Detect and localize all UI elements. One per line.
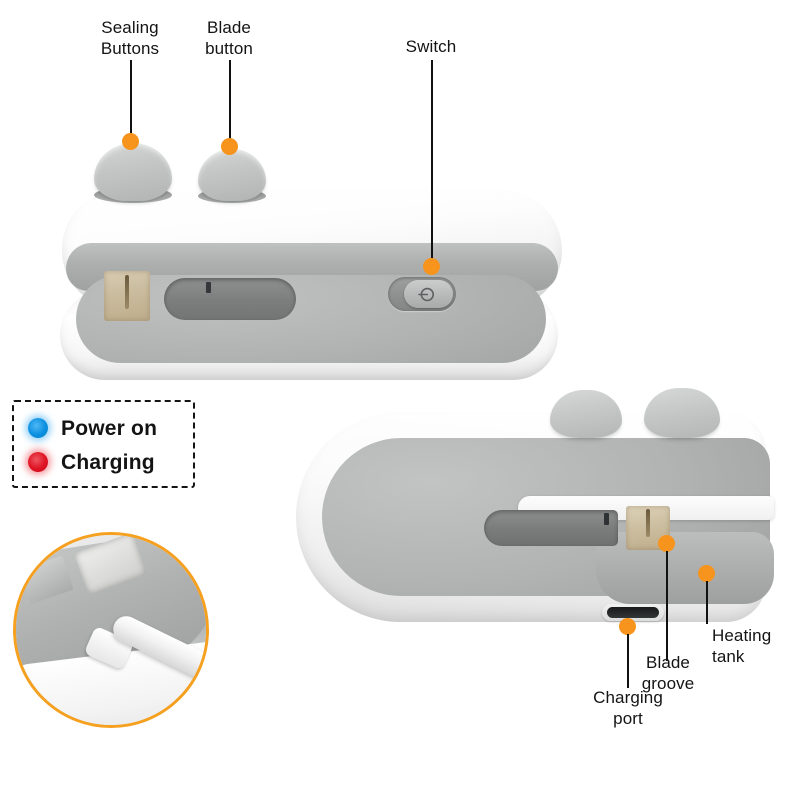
blade-notch (206, 282, 211, 293)
legend-label-charging: Charging (61, 450, 155, 474)
power-on-indicator-icon (28, 418, 48, 438)
label-charging-port: Charging port (593, 688, 663, 728)
leader-charging-port (627, 634, 629, 688)
inner-jaw-panel (76, 275, 546, 363)
label-blade-groove: Blade groove (641, 653, 695, 693)
dot-heating-tank (698, 565, 715, 582)
legend-label-power-on: Power on (61, 416, 158, 440)
usb-c-port-icon[interactable] (602, 604, 664, 621)
device-rotated-view (296, 388, 786, 642)
usb-c-port-opening (607, 607, 659, 618)
blade-groove-slot (164, 278, 296, 320)
blade-groove-bar (484, 510, 618, 546)
sealing-button-rotated[interactable] (550, 390, 622, 438)
leader-blade-button (229, 60, 231, 143)
status-legend: Power on Charging (12, 400, 195, 488)
heating-tank-element (104, 271, 150, 321)
label-switch: Switch (405, 37, 457, 56)
dot-switch (423, 258, 440, 275)
lower-jaw (596, 532, 774, 604)
leader-sealing-buttons (130, 60, 132, 138)
dot-sealing-buttons (122, 133, 139, 150)
power-switch[interactable] (388, 277, 456, 311)
blade-button-rotated[interactable] (644, 388, 720, 438)
leader-switch (431, 60, 433, 263)
label-sealing-buttons: Sealing Buttons (100, 18, 160, 58)
legend-item-power-on: Power on (28, 411, 193, 445)
dot-charging-port (619, 618, 636, 635)
leader-blade-groove (666, 551, 668, 661)
inset-blade-groove (18, 555, 74, 605)
dot-blade-button (221, 138, 238, 155)
charging-indicator-icon (28, 452, 48, 472)
charging-closeup-inset (13, 532, 209, 728)
legend-item-charging: Charging (28, 445, 193, 479)
blade-button[interactable] (198, 149, 266, 201)
label-blade-button: Blade button (205, 18, 253, 58)
label-heating-tank: Heating tank (712, 626, 772, 666)
power-icon (418, 287, 435, 302)
leader-heating-tank (706, 581, 708, 624)
switch-knob[interactable] (404, 280, 453, 308)
device-front-view (52, 135, 572, 380)
blade-notch-rotated (604, 513, 609, 525)
sealing-button[interactable] (94, 143, 172, 201)
dot-blade-groove (658, 535, 675, 552)
